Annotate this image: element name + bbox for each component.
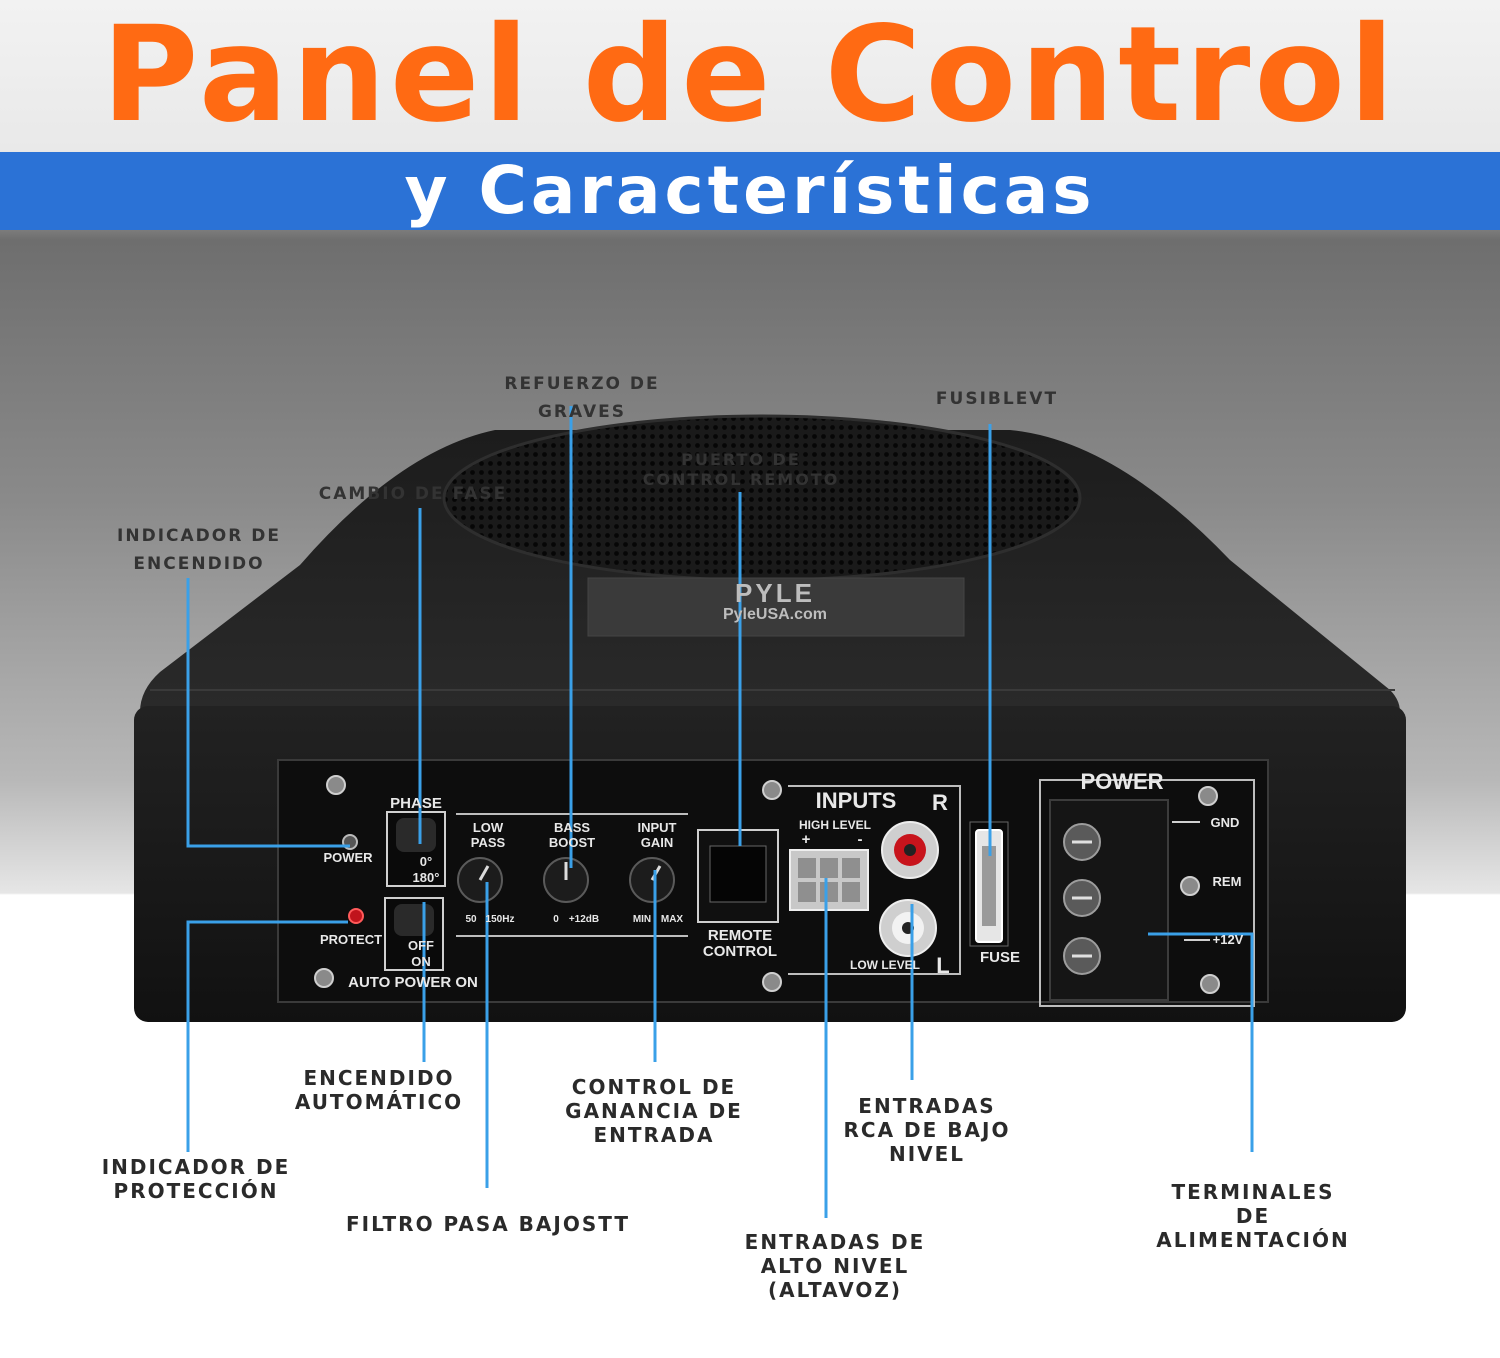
screw: [762, 780, 782, 800]
leader-protect: [186, 920, 348, 1152]
panel-fuse-label: FUSE: [979, 949, 1020, 966]
panel-power-block-label: POWER: [1080, 769, 1164, 794]
panel-12v-label: +12V: [1212, 932, 1244, 947]
callout-auto-power: ENCENDIDO AUTOMÁTICO: [294, 1066, 464, 1114]
callout-protect-indicator: INDICADOR DE PROTECCIÓN: [101, 1155, 291, 1203]
panel-phase-label: PHASE: [390, 795, 442, 812]
page-subtitle: y Características: [404, 152, 1096, 229]
panel-rem-label: REM: [1212, 874, 1242, 889]
callout-fuse: FUSIBLEVT: [935, 389, 1059, 409]
panel-on-label: ON: [411, 954, 431, 969]
brand-plate: [587, 577, 965, 637]
panel-bass-max: +12dB: [568, 914, 600, 925]
panel-input-gain-label-2: GAIN: [640, 835, 674, 850]
auto-power-switch-knob: [394, 904, 434, 936]
brand-website: PyleUSA.com: [722, 606, 828, 623]
callout-rca-inputs: ENTRADAS RCA DE BAJO NIVEL: [843, 1094, 1011, 1166]
page-title: Panel de Control: [101, 0, 1399, 152]
subtitle-band: [0, 152, 1500, 230]
callout-input-gain: CONTROL DE GANANCIA DE ENTRADA: [565, 1075, 743, 1147]
phase-switch-knob: [396, 818, 436, 852]
panel-low-pass-min: 50: [465, 914, 477, 925]
panel-gnd-label: GND: [1210, 815, 1240, 830]
leader-power-terminals: [1148, 932, 1254, 1152]
panel-gain-max: MAX: [660, 914, 684, 925]
callout-high-level-inputs: ENTRADAS DE ALTO NIVEL (ALTAVOZ): [744, 1230, 926, 1302]
panel-protect-label: PROTECT: [319, 932, 383, 947]
panel-high-level-label: HIGH LEVEL: [798, 818, 871, 832]
screw: [1180, 876, 1200, 896]
callout-bass-boost: REFUERZO DE GRAVES: [504, 374, 660, 422]
panel-bass-boost-label-1: BASS: [553, 820, 591, 835]
panel-bass-boost-label-2: BOOST: [548, 835, 596, 850]
callout-low-pass: FILTRO PASA BAJOSTT: [345, 1212, 630, 1236]
panel-low-pass-label-2: PASS: [470, 835, 506, 850]
screw: [762, 972, 782, 992]
panel-inputs-label: INPUTS: [815, 788, 897, 813]
speaker-grille: [442, 414, 1082, 582]
panel-low-level-label: LOW LEVEL: [850, 958, 920, 972]
leader-lines: [186, 406, 1254, 1218]
panel-phase-0: 0°: [419, 854, 433, 869]
panel-input-gain-label-1: INPUT: [637, 820, 677, 835]
panel-low-pass-label-1: LOW: [472, 820, 504, 835]
panel-power-label: POWER: [323, 850, 373, 865]
callout-power-indicator: INDICADOR DE ENCENDIDO: [117, 526, 281, 574]
leader-power-indicator: [186, 578, 350, 848]
brand-logo: PYLE: [735, 578, 815, 608]
panel-right-label: R: [932, 790, 948, 815]
panel-bass-min: 0: [553, 914, 559, 925]
callout-phase-change: CAMBIO DE FASE: [318, 484, 508, 504]
screw: [326, 775, 346, 795]
panel-low-pass-max: 150Hz: [485, 914, 515, 925]
protect-led: [348, 908, 364, 924]
panel-plus-label: +: [801, 831, 811, 848]
screw: [1198, 786, 1218, 806]
screw: [1200, 974, 1220, 994]
panel-auto-power-on-label: AUTO POWER ON: [348, 974, 478, 991]
panel-remote-label-1: REMOTE: [707, 927, 773, 944]
panel-remote-label-2: CONTROL: [702, 943, 778, 960]
panel-phase-180: 180°: [412, 870, 440, 885]
callout-remote-port: PUERTO DE CONTROL REMOTO: [642, 450, 840, 489]
callout-power-terminals: TERMINALES DE ALIMENTACIÓN: [1156, 1180, 1350, 1252]
panel-left-label: L: [936, 953, 950, 978]
screw: [314, 968, 334, 988]
panel-gain-min: MIN: [632, 914, 652, 925]
panel-minus-label: -: [857, 831, 863, 848]
panel-off-label: OFF: [408, 938, 434, 953]
